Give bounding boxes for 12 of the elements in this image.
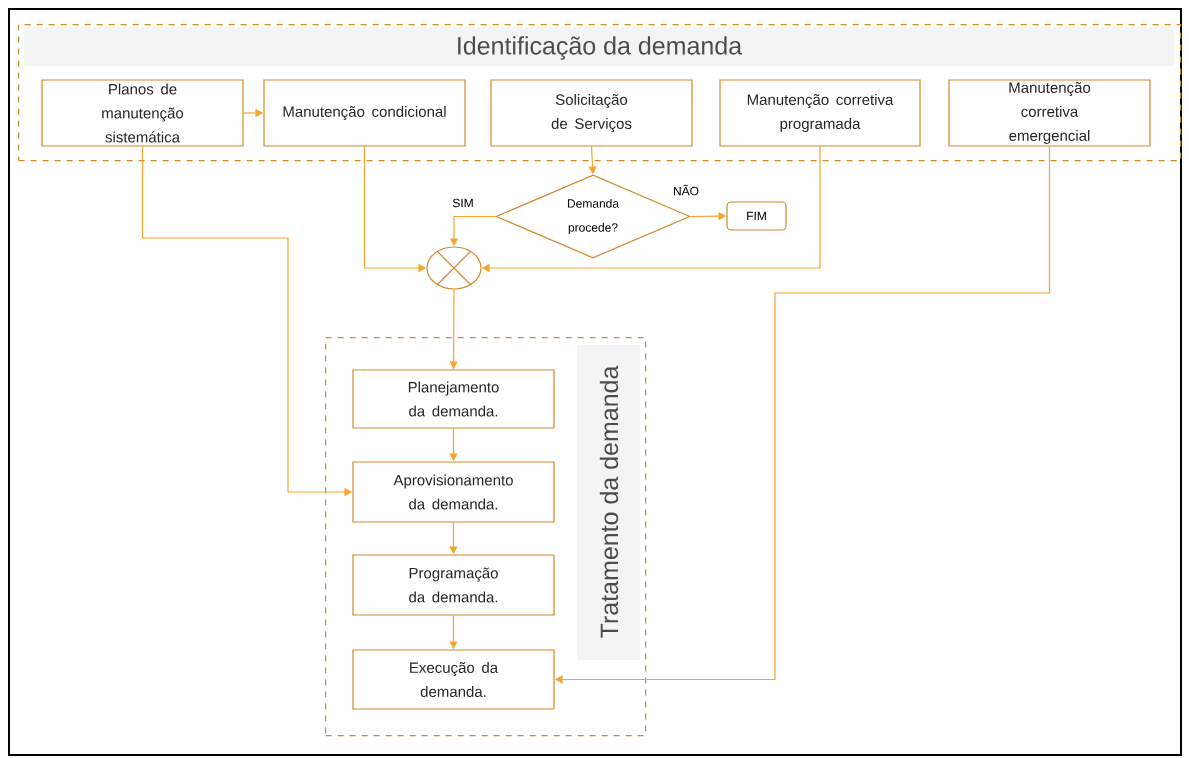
process-box: Execução da demanda. [352, 649, 555, 710]
process-box: Manutenção corretiva emergencial [948, 79, 1151, 147]
process-box: Planos de manutenção sistemática [41, 79, 244, 147]
process-box: Aprovisionamento da demanda. [352, 461, 555, 523]
process-box: Manutenção corretiva programada [719, 79, 921, 147]
process-box: Programação da demanda. [352, 554, 555, 616]
edge-label: SIM [450, 196, 476, 210]
junction-circle [426, 246, 482, 290]
process-box: Solicitação de Serviços [490, 79, 693, 147]
terminal-box: FIM [726, 201, 787, 231]
process-box: Manutenção condicional [263, 79, 466, 147]
process-box: Planejamento da demanda. [352, 369, 555, 429]
